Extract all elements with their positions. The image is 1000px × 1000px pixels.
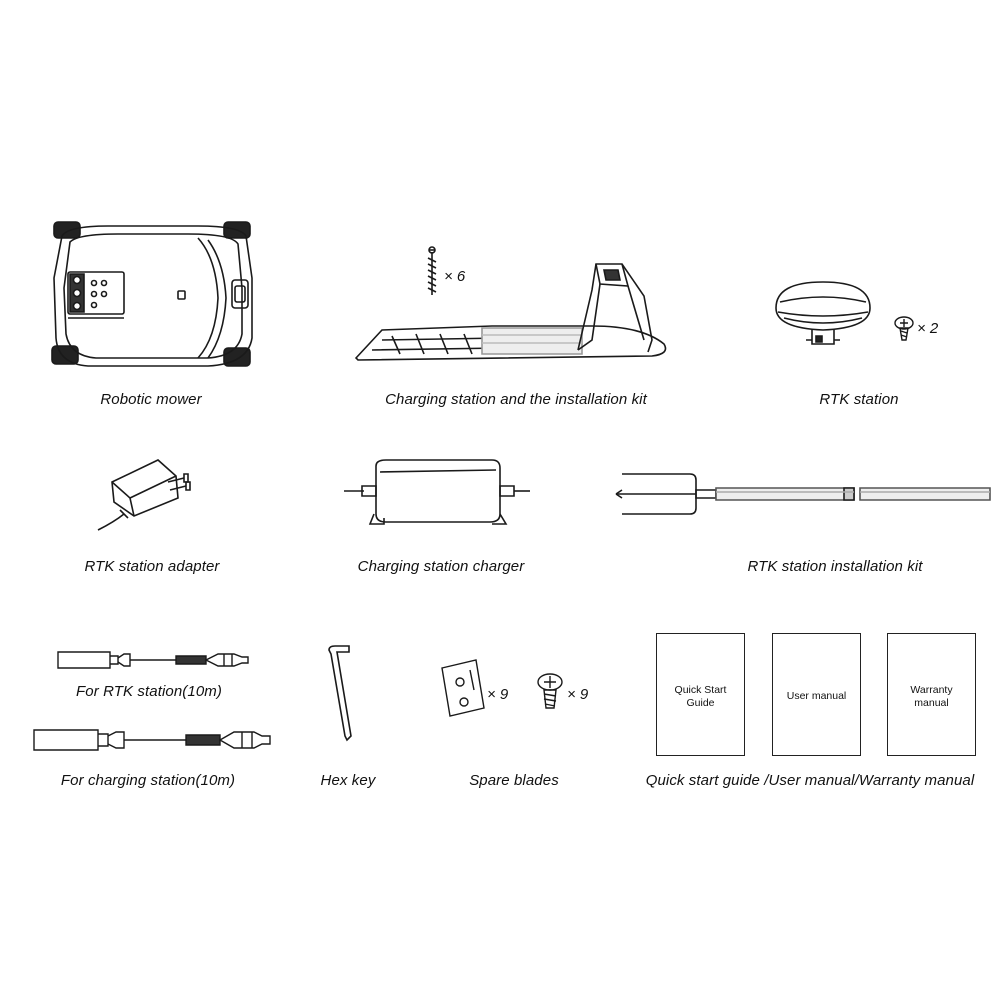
caption-spare-blades: Spare blades: [469, 772, 559, 789]
quick-start-guide-label: Quick Start Guide: [674, 684, 727, 709]
blade-screw-icon: [536, 672, 564, 712]
blades-quantity: × 9: [487, 686, 509, 703]
hex-key-illustration: [325, 644, 361, 744]
rtk-install-kit-illustration: [612, 468, 992, 520]
user-manual-label: User manual: [786, 690, 847, 702]
cable-rtk-illustration: [56, 648, 250, 674]
warranty-manual-booklet: Warranty manual: [887, 633, 976, 756]
stakes-quantity: × 6: [444, 268, 466, 285]
caption-rtk-install-kit: RTK station installation kit: [747, 558, 923, 575]
robotic-mower-illustration: [48, 218, 260, 370]
caption-hex-key: Hex key: [320, 772, 376, 789]
caption-manuals: Quick start guide /User manual/Warranty …: [645, 772, 975, 789]
cable-charging-illustration: [30, 726, 272, 756]
rtk-station-illustration: [770, 278, 876, 354]
screw-icon: [893, 316, 915, 342]
caption-robotic-mower: Robotic mower: [100, 391, 202, 408]
caption-rtk-station: RTK station: [819, 391, 899, 408]
warranty-manual-label: Warranty manual: [910, 684, 953, 709]
caption-rtk-adapter: RTK station adapter: [84, 558, 220, 575]
caption-cable-rtk: For RTK station(10m): [76, 683, 222, 700]
blade-screws-quantity: × 9: [567, 686, 589, 703]
rtk-adapter-illustration: [94, 456, 194, 534]
charging-station-illustration: [352, 240, 674, 365]
caption-charging-charger: Charging station charger: [357, 558, 525, 575]
blade-icon: [440, 658, 486, 720]
charging-charger-illustration: [340, 458, 532, 530]
quick-start-guide-booklet: Quick Start Guide: [656, 633, 745, 756]
caption-cable-charging: For charging station(10m): [60, 772, 236, 789]
rtk-screws-quantity: × 2: [917, 320, 939, 337]
user-manual-booklet: User manual: [772, 633, 861, 756]
caption-charging-station-kit: Charging station and the installation ki…: [385, 391, 647, 408]
